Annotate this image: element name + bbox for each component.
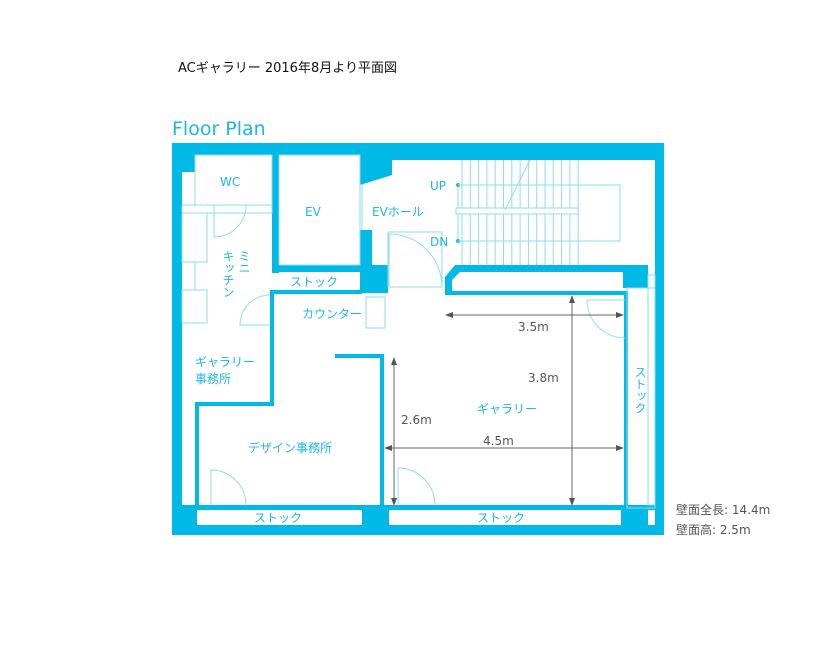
- dimension-lines: [384, 295, 624, 506]
- label-gallery-office-1: ギャラリー: [195, 355, 255, 369]
- label-stock-bottom-left: ストック: [254, 511, 302, 525]
- doors: [210, 204, 626, 506]
- label-kitchen: キッチン: [221, 250, 235, 298]
- fixtures: [181, 154, 656, 509]
- door-ev-hall: [388, 233, 443, 288]
- wall-height-note: 壁面高: 2.5m: [676, 522, 751, 537]
- label-up: UP: [430, 179, 446, 193]
- label-ev-hall: EVホール: [372, 205, 424, 219]
- door-gallery-rear: [586, 299, 626, 339]
- dim-3-8m: 3.8m: [528, 371, 559, 385]
- door-kitchen: [239, 294, 271, 326]
- label-gallery-office-2: 事務所: [195, 372, 231, 386]
- door-design-office: [210, 469, 247, 506]
- label-stock-right: ストック: [633, 366, 647, 414]
- label-design-office: デザイン事務所: [248, 440, 332, 455]
- label-counter: カウンター: [302, 307, 362, 321]
- door-gallery: [397, 467, 436, 506]
- page-title: ACギャラリー 2016年8月より平面図: [178, 61, 397, 76]
- room-labels: WC EV EVホール UP DN ミニ キッチン ストック カウンター ギャラ…: [195, 175, 647, 525]
- wall-length-note: 壁面全長: 14.4m: [676, 502, 770, 517]
- dim-2-6m: 2.6m: [401, 413, 432, 427]
- dimension-labels: 3.5m 3.8m 2.6m 4.5m: [401, 320, 559, 448]
- walls: [172, 143, 664, 535]
- label-dn: DN: [430, 235, 448, 249]
- floor-plan-heading: Floor Plan: [172, 118, 266, 140]
- label-wc: WC: [220, 175, 240, 189]
- dim-4-5m: 4.5m: [483, 434, 514, 448]
- door-wc: [213, 204, 247, 238]
- label-stock-bottom-right: ストック: [477, 511, 525, 525]
- label-stock-top: ストック: [290, 275, 338, 289]
- dim-3-5m: 3.5m: [518, 320, 549, 334]
- label-mini: ミニ: [237, 250, 251, 274]
- label-ev: EV: [305, 205, 322, 219]
- label-gallery: ギャラリー: [477, 402, 537, 416]
- staircase: [455, 159, 621, 265]
